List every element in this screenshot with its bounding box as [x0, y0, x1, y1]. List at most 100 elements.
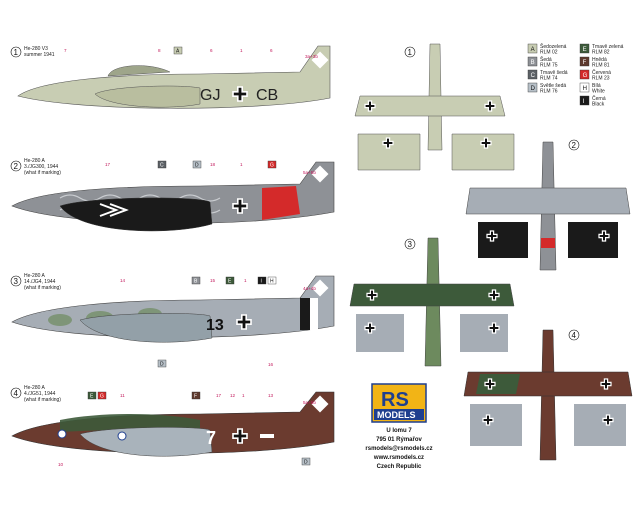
rs-models-logo: RS MODELS	[371, 383, 427, 423]
svg-text:D: D	[195, 163, 199, 169]
legend-swatch	[527, 43, 538, 54]
tag: 11	[120, 393, 125, 398]
svg-text:H: H	[270, 279, 274, 285]
svg-text:B: B	[194, 279, 198, 285]
color-key-d: D	[301, 457, 311, 466]
plan-wing	[465, 187, 631, 215]
profile-title: He-280 A	[24, 273, 46, 279]
legend-swatch	[527, 69, 538, 80]
color-key-g: G	[97, 391, 107, 400]
plan-view-3: 3	[349, 237, 515, 367]
legend-name: Červená	[592, 69, 611, 76]
tag: 18	[210, 162, 216, 167]
legend-code: RLM 23	[592, 76, 610, 82]
fuselage-number: 7	[206, 428, 216, 448]
profile-subtitle: 3./JG300, 1944	[24, 164, 58, 170]
profile-subtitle: 4./JG51, 1944	[24, 391, 56, 397]
swastika-area-mark	[311, 279, 329, 297]
color-key-c: C	[157, 160, 167, 169]
profile-title: He-280 V3	[24, 46, 48, 52]
plan-wing-underside	[478, 222, 528, 258]
svg-text:E: E	[228, 279, 232, 285]
legend-key: G	[583, 73, 588, 79]
plan-number: 4	[572, 331, 577, 340]
color-key-e: E	[87, 391, 97, 400]
legend-code: Black	[592, 102, 605, 108]
profile-number: 1	[14, 48, 19, 57]
engine-nacelle	[79, 427, 213, 457]
tag: 10	[58, 462, 64, 467]
legend-name: Tmavě šedá	[540, 70, 568, 76]
legend-swatch	[579, 95, 590, 106]
legend-key: A	[531, 47, 535, 53]
profile-2: 2 He-280 A 3./JG300, 1944 (what if marki…	[10, 158, 335, 232]
fuselage-code-left: GJ	[200, 87, 220, 104]
address-line: 795 01 Rýmařov	[376, 437, 422, 443]
profile-number: 4	[14, 389, 19, 398]
aircraft-fuselage	[17, 45, 331, 109]
plan-number: 1	[408, 48, 413, 57]
logo-subtext: MODELS	[377, 410, 416, 420]
tag: 1	[242, 393, 245, 398]
legend-code: RLM 76	[540, 89, 558, 95]
profile-number: 2	[14, 162, 19, 171]
color-key-e: E	[225, 276, 235, 285]
profile-1: 1 He-280 V3 summer 1941 GJ CB 3a+3b 7 8 …	[10, 45, 331, 109]
legend-code: RLM 81	[592, 63, 610, 69]
profile-note: (what if marking)	[24, 285, 61, 291]
country-text: Czech Republic	[377, 464, 422, 470]
svg-text:I: I	[261, 279, 262, 285]
swastika-area-mark	[311, 395, 329, 413]
tag: 17	[105, 162, 111, 167]
logo-text: RS	[381, 389, 409, 411]
profile-title: He-280 A	[24, 158, 46, 164]
tag: 17	[216, 393, 222, 398]
engine-nacelle	[94, 85, 201, 108]
tag: 7	[64, 48, 67, 53]
engine-nacelle	[59, 197, 213, 232]
svg-text:G: G	[270, 163, 274, 169]
legend-name: Šedá	[540, 56, 552, 63]
unit-emblem	[57, 429, 67, 439]
website-text: www.rsmodels.cz	[373, 455, 424, 461]
color-key-i: I	[257, 276, 267, 285]
color-key-d: D	[157, 359, 167, 368]
legend-key: D	[531, 86, 536, 92]
unit-emblem	[117, 431, 127, 441]
plan-wing-underside	[460, 314, 508, 352]
legend-name: Šedozelená	[540, 43, 567, 50]
legend-swatch	[579, 82, 590, 93]
profile-number: 3	[14, 277, 19, 286]
engine-nacelle	[79, 313, 213, 343]
tag: 16	[268, 362, 274, 367]
tag: 1	[244, 278, 247, 283]
plan-wing-underside	[470, 404, 522, 446]
svg-text:D: D	[304, 460, 308, 466]
plan-wing-underside	[357, 133, 421, 171]
plan-wing-underside	[574, 404, 626, 446]
tag: 12	[230, 393, 236, 398]
legend-name: Světle šedá	[540, 83, 566, 89]
legend-code: White	[592, 89, 605, 95]
legend-key: I	[583, 99, 585, 105]
legend-name: Tmavě zelená	[592, 44, 624, 50]
white-bar-marking	[260, 434, 274, 438]
stencil-code: 4a+4b	[303, 286, 316, 291]
tag: 15	[210, 278, 216, 283]
legend-code: RLM 74	[540, 76, 558, 82]
canopy	[107, 65, 171, 77]
plan-number: 2	[572, 141, 577, 150]
profile-note: (what if marking)	[24, 397, 61, 403]
svg-text:G: G	[100, 394, 104, 400]
profile-4: 4 He-280 A 4./JG51, 1944 (what if markin…	[10, 385, 335, 467]
green-camouflage	[476, 374, 520, 394]
tag: 1	[240, 162, 243, 167]
profile-subtitle: 14./JG4, 1944	[24, 279, 56, 285]
legend-swatch	[579, 69, 590, 80]
company-address: U lomu 7 795 01 Rýmařov rsmodels@rsmodel…	[365, 428, 432, 470]
